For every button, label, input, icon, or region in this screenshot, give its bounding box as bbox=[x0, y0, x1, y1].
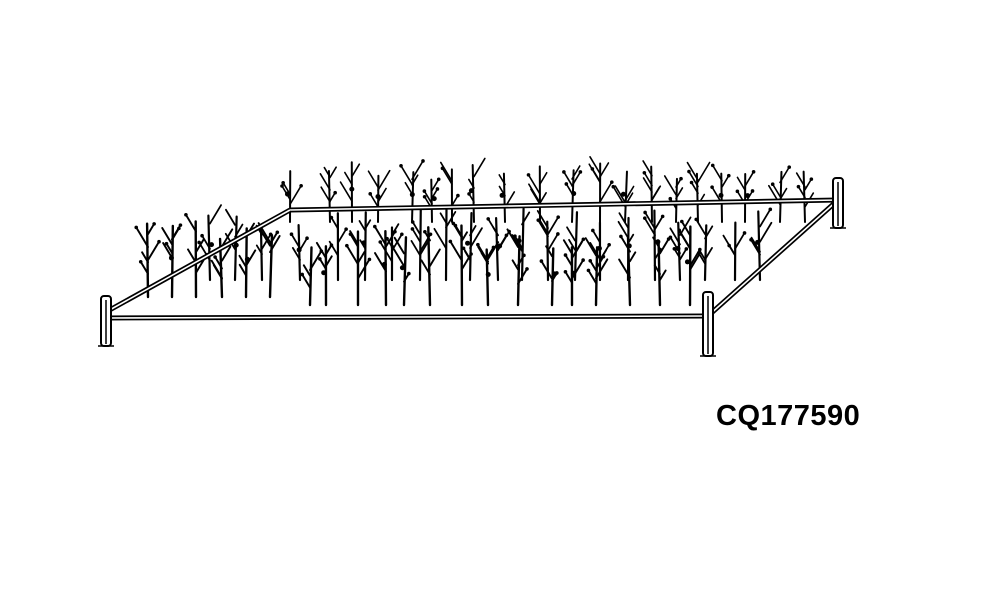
sapling bbox=[677, 219, 702, 307]
sapling bbox=[618, 234, 637, 307]
sapling bbox=[358, 211, 372, 282]
sapling bbox=[686, 161, 711, 223]
sapling bbox=[422, 177, 441, 223]
sapling bbox=[339, 161, 361, 223]
sapling bbox=[448, 221, 473, 307]
sapling bbox=[367, 169, 391, 223]
figure-id-label: CQ177590 bbox=[716, 400, 861, 432]
sapling bbox=[749, 207, 773, 282]
sapling bbox=[526, 165, 548, 223]
front-rail bbox=[105, 313, 709, 321]
sapling bbox=[642, 209, 665, 282]
sapling bbox=[378, 223, 404, 282]
sapling bbox=[562, 165, 583, 223]
sapling bbox=[161, 223, 183, 299]
sapling bbox=[735, 170, 756, 223]
sapling bbox=[795, 170, 815, 223]
sapling bbox=[420, 226, 441, 307]
sapling bbox=[506, 228, 529, 307]
sapling bbox=[399, 159, 425, 223]
sapling bbox=[319, 166, 337, 223]
sapling bbox=[410, 208, 433, 282]
sapling bbox=[768, 165, 792, 223]
sapling bbox=[710, 163, 731, 223]
back-rail bbox=[289, 197, 839, 213]
sapling bbox=[722, 221, 747, 282]
fence-group bbox=[98, 177, 846, 357]
sapling bbox=[433, 207, 457, 282]
sapling bbox=[439, 161, 460, 223]
sapling bbox=[134, 222, 161, 299]
sapling bbox=[289, 224, 309, 282]
sapling bbox=[390, 236, 411, 307]
sapling bbox=[663, 175, 684, 223]
sapling bbox=[328, 212, 348, 282]
right-rail bbox=[706, 198, 840, 318]
sapling bbox=[652, 236, 671, 307]
sapling bbox=[345, 230, 372, 307]
sapling bbox=[372, 224, 397, 307]
sapling bbox=[467, 157, 486, 223]
sapling bbox=[539, 245, 559, 307]
sapling bbox=[562, 237, 586, 307]
sapling bbox=[536, 210, 561, 282]
saplings-group bbox=[134, 156, 815, 307]
sapling bbox=[584, 237, 609, 307]
sapling bbox=[300, 246, 324, 307]
fence-post-front-left bbox=[98, 295, 114, 347]
sapling bbox=[498, 172, 516, 223]
sapling bbox=[486, 217, 511, 282]
sapling bbox=[476, 241, 500, 307]
sapling bbox=[315, 241, 334, 307]
sapling bbox=[611, 170, 635, 223]
fence-post-back-right bbox=[830, 177, 846, 229]
sapling bbox=[588, 156, 614, 223]
sapling bbox=[280, 170, 303, 223]
fence-post-front-right bbox=[700, 291, 716, 357]
sapling bbox=[642, 160, 662, 223]
sapling bbox=[694, 217, 714, 282]
left-rail bbox=[104, 207, 292, 315]
sapling bbox=[668, 216, 692, 282]
